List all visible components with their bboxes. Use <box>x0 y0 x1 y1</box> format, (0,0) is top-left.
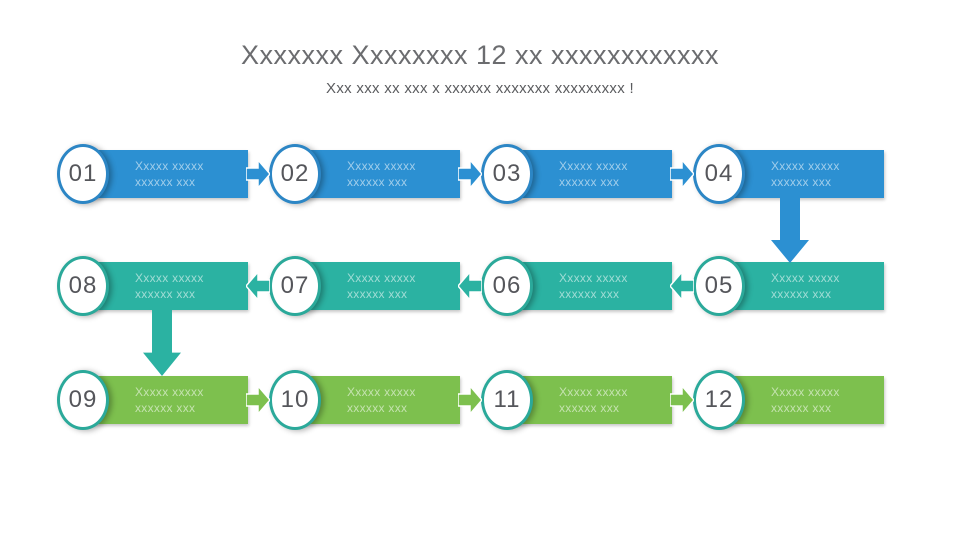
step-11: Xxxxx xxxxx xxxxxx xxx 11 <box>481 370 693 430</box>
arrow-left-icon <box>670 272 694 300</box>
step-line2: xxxxxx xxx <box>771 401 832 415</box>
step-description: Xxxxx xxxxx xxxxxx xxx <box>512 158 672 190</box>
step-line1: Xxxxx xxxxx <box>559 271 628 285</box>
step-number: 10 <box>280 386 310 413</box>
arrow-left-icon <box>458 272 482 300</box>
step-number-badge: 03 <box>481 144 533 204</box>
step-line2: xxxxxx xxx <box>559 401 620 415</box>
step-line1: Xxxxx xxxxx <box>771 385 840 399</box>
step-bar: Xxxxx xxxxx xxxxxx xxx <box>300 150 460 198</box>
arrow-right-icon <box>458 386 482 414</box>
arrow-down-icon <box>143 309 181 376</box>
step-04: Xxxxx xxxxx xxxxxx xxx 04 <box>693 144 905 204</box>
step-description: Xxxxx xxxxx xxxxxx xxx <box>88 158 248 190</box>
step-number: 06 <box>492 272 522 299</box>
step-08: Xxxxx xxxxx xxxxxx xxx 08 <box>57 256 269 316</box>
step-number: 04 <box>704 160 734 187</box>
arrow-right-icon <box>246 386 270 414</box>
arrow-right-icon <box>670 386 694 414</box>
arrow-left-icon <box>246 272 270 300</box>
step-number-badge: 09 <box>57 370 109 430</box>
arrow-down-icon <box>771 197 809 263</box>
step-bar: Xxxxx xxxxx xxxxxx xxx <box>88 150 248 198</box>
step-number-badge: 08 <box>57 256 109 316</box>
step-12: Xxxxx xxxxx xxxxxx xxx 12 <box>693 370 905 430</box>
step-line2: xxxxxx xxx <box>135 287 196 301</box>
step-number-badge: 02 <box>269 144 321 204</box>
step-line1: Xxxxx xxxxx <box>347 159 416 173</box>
step-description: Xxxxx xxxxx xxxxxx xxx <box>724 384 884 416</box>
arrow-right-icon <box>246 160 270 188</box>
step-bar: Xxxxx xxxxx xxxxxx xxx <box>88 262 248 310</box>
arrow-right-icon <box>458 160 482 188</box>
step-bar: Xxxxx xxxxx xxxxxx xxx <box>88 376 248 424</box>
step-line2: xxxxxx xxx <box>559 287 620 301</box>
step-number-badge: 12 <box>693 370 745 430</box>
step-bar: Xxxxx xxxxx xxxxxx xxx <box>724 150 884 198</box>
step-line2: xxxxxx xxx <box>347 287 408 301</box>
step-number: 08 <box>68 272 98 299</box>
step-line2: xxxxxx xxx <box>347 175 408 189</box>
step-10: Xxxxx xxxxx xxxxxx xxx 10 <box>269 370 481 430</box>
step-number: 11 <box>493 386 521 413</box>
step-description: Xxxxx xxxxx xxxxxx xxx <box>724 158 884 190</box>
step-description: Xxxxx xxxxx xxxxxx xxx <box>724 270 884 302</box>
step-line2: xxxxxx xxx <box>135 175 196 189</box>
step-line2: xxxxxx xxx <box>771 287 832 301</box>
step-line1: Xxxxx xxxxx <box>135 159 204 173</box>
step-number-badge: 10 <box>269 370 321 430</box>
step-bar: Xxxxx xxxxx xxxxxx xxx <box>300 262 460 310</box>
step-description: Xxxxx xxxxx xxxxxx xxx <box>300 384 460 416</box>
step-description: Xxxxx xxxxx xxxxxx xxx <box>512 270 672 302</box>
slide-subtitle: Xxx xxx xx xxx x xxxxxx xxxxxxx xxxxxxxx… <box>326 80 634 97</box>
step-line1: Xxxxx xxxxx <box>771 271 840 285</box>
step-description: Xxxxx xxxxx xxxxxx xxx <box>512 384 672 416</box>
step-description: Xxxxx xxxxx xxxxxx xxx <box>88 270 248 302</box>
step-line1: Xxxxx xxxxx <box>135 271 204 285</box>
step-number-badge: 07 <box>269 256 321 316</box>
step-01: Xxxxx xxxxx xxxxxx xxx 01 <box>57 144 269 204</box>
step-bar: Xxxxx xxxxx xxxxxx xxx <box>724 262 884 310</box>
step-line1: Xxxxx xxxxx <box>771 159 840 173</box>
step-bar: Xxxxx xxxxx xxxxxx xxx <box>300 376 460 424</box>
step-05: Xxxxx xxxxx xxxxxx xxx 05 <box>693 256 905 316</box>
step-07: Xxxxx xxxxx xxxxxx xxx 07 <box>269 256 481 316</box>
step-02: Xxxxx xxxxx xxxxxx xxx 02 <box>269 144 481 204</box>
step-bar: Xxxxx xxxxx xxxxxx xxx <box>512 150 672 198</box>
step-bar: Xxxxx xxxxx xxxxxx xxx <box>512 262 672 310</box>
step-06: Xxxxx xxxxx xxxxxx xxx 06 <box>481 256 693 316</box>
step-number-badge: 01 <box>57 144 109 204</box>
step-number-badge: 11 <box>481 370 533 430</box>
step-description: Xxxxx xxxxx xxxxxx xxx <box>300 158 460 190</box>
step-line2: xxxxxx xxx <box>559 175 620 189</box>
step-number: 07 <box>280 272 310 299</box>
step-number: 09 <box>68 386 98 413</box>
step-description: Xxxxx xxxxx xxxxxx xxx <box>88 384 248 416</box>
step-line1: Xxxxx xxxxx <box>559 159 628 173</box>
step-bar: Xxxxx xxxxx xxxxxx xxx <box>512 376 672 424</box>
step-line1: Xxxxx xxxxx <box>347 271 416 285</box>
step-09: Xxxxx xxxxx xxxxxx xxx 09 <box>57 370 269 430</box>
step-number-badge: 05 <box>693 256 745 316</box>
step-line2: xxxxxx xxx <box>347 401 408 415</box>
step-line2: xxxxxx xxx <box>135 401 196 415</box>
step-number: 05 <box>704 272 734 299</box>
step-number: 12 <box>704 386 734 413</box>
step-number: 01 <box>68 160 98 187</box>
step-number: 03 <box>492 160 522 187</box>
step-bar: Xxxxx xxxxx xxxxxx xxx <box>724 376 884 424</box>
step-03: Xxxxx xxxxx xxxxxx xxx 03 <box>481 144 693 204</box>
step-number-badge: 04 <box>693 144 745 204</box>
step-description: Xxxxx xxxxx xxxxxx xxx <box>300 270 460 302</box>
step-line1: Xxxxx xxxxx <box>559 385 628 399</box>
step-line1: Xxxxx xxxxx <box>135 385 204 399</box>
step-number-badge: 06 <box>481 256 533 316</box>
step-line1: Xxxxx xxxxx <box>347 385 416 399</box>
arrow-right-icon <box>670 160 694 188</box>
step-line2: xxxxxx xxx <box>771 175 832 189</box>
step-number: 02 <box>280 160 310 187</box>
slide-title: Xxxxxxx Xxxxxxxx 12 xx xxxxxxxxxxxx <box>240 40 720 70</box>
